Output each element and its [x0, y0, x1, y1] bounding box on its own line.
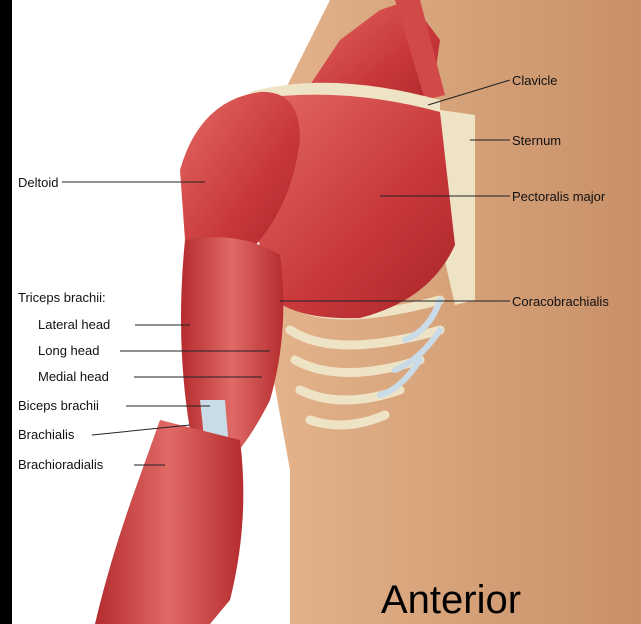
label-brachialis: Brachialis [18, 427, 74, 443]
label-clavicle: Clavicle [512, 73, 558, 89]
label-sternum: Sternum [512, 133, 561, 149]
label-biceps-brachii: Biceps brachii [18, 398, 99, 414]
label-deltoid: Deltoid [18, 175, 58, 191]
label-triceps-brachii: Triceps brachii: [18, 290, 106, 306]
label-lateral-head: Lateral head [38, 317, 110, 333]
label-brachioradialis: Brachioradialis [18, 457, 103, 473]
label-pectoralis-major: Pectoralis major [512, 189, 605, 205]
label-long-head: Long head [38, 343, 99, 359]
label-coracobrachialis: Coracobrachialis [512, 294, 609, 310]
view-label: Anterior [381, 578, 521, 622]
label-medial-head: Medial head [38, 369, 109, 385]
